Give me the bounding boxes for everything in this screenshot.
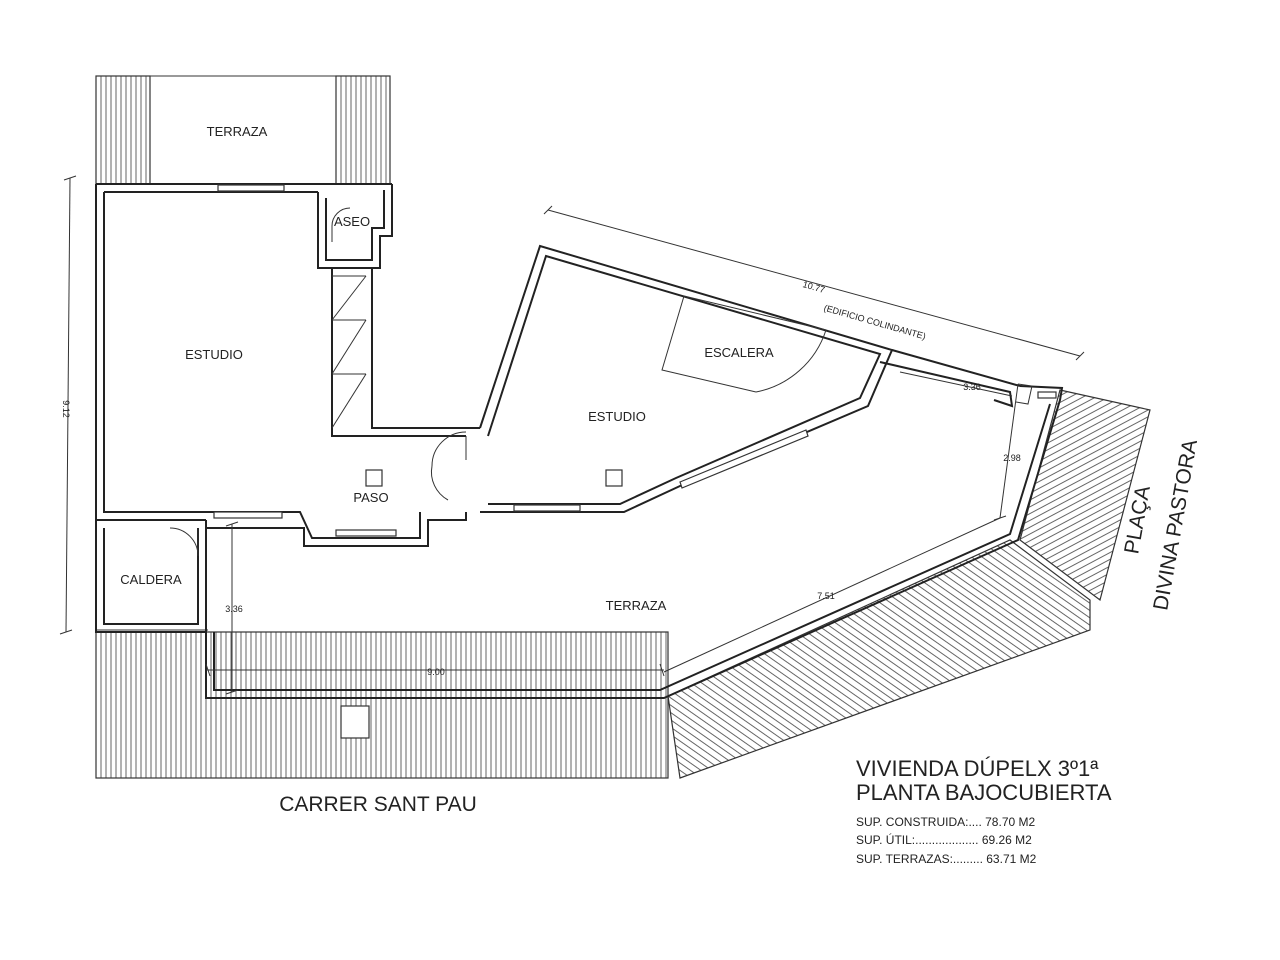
columns (365, 469, 623, 487)
dim-top-diagonal: 10.77 (802, 279, 826, 295)
sup-terrazas: SUP. TERRAZAS:......... 63.71 M2 (856, 852, 1037, 866)
staircase (661, 295, 827, 393)
dimension-lines (59, 175, 1085, 695)
room-label-paso: PASO (353, 490, 388, 505)
room-labels: TERRAZA ASEO ESTUDIO ESCALERA ESTUDIO PA… (120, 124, 774, 613)
windows (213, 184, 1057, 537)
room-label-terraza-top: TERRAZA (207, 124, 268, 139)
room-label-caldera: CALDERA (120, 572, 182, 587)
edificio-colindante-label: (EDIFICIO COLINDANTE) (823, 303, 927, 342)
room-label-estudio-right: ESTUDIO (588, 409, 646, 424)
sup-construida: SUP. CONSTRUIDA:.... 78.70 M2 (856, 815, 1035, 829)
dim-left-total: 9.12 (61, 400, 71, 418)
dim-right-short: 3.36 (963, 382, 981, 392)
room-label-terraza-main: TERRAZA (606, 598, 667, 613)
dim-left-inner: 3.36 (225, 604, 243, 614)
room-label-aseo: ASEO (334, 214, 370, 229)
room-label-estudio-left: ESTUDIO (185, 347, 243, 362)
dim-diagonal-bottom: 7.51 (817, 591, 835, 601)
sup-util: SUP. ÚTIL:................... 69.26 M2 (856, 832, 1032, 847)
doors (169, 207, 467, 557)
street-divina-pastora: DIVINA PASTORA (1149, 438, 1202, 612)
title-line1: VIVIENDA DÚPELX 3º1ª (856, 756, 1099, 781)
title-line2: PLANTA BAJOCUBIERTA (856, 780, 1112, 805)
street-carrer-sant-pau: CARRER SANT PAU (279, 793, 477, 816)
dim-right-vertical: 2.98 (1003, 453, 1021, 463)
room-label-escalera: ESCALERA (704, 345, 774, 360)
info-block: VIVIENDA DÚPELX 3º1ª PLANTA BAJOCUBIERTA… (856, 756, 1112, 866)
roof-hatching (95, 75, 1151, 779)
dim-bottom: 9.00 (427, 667, 445, 677)
